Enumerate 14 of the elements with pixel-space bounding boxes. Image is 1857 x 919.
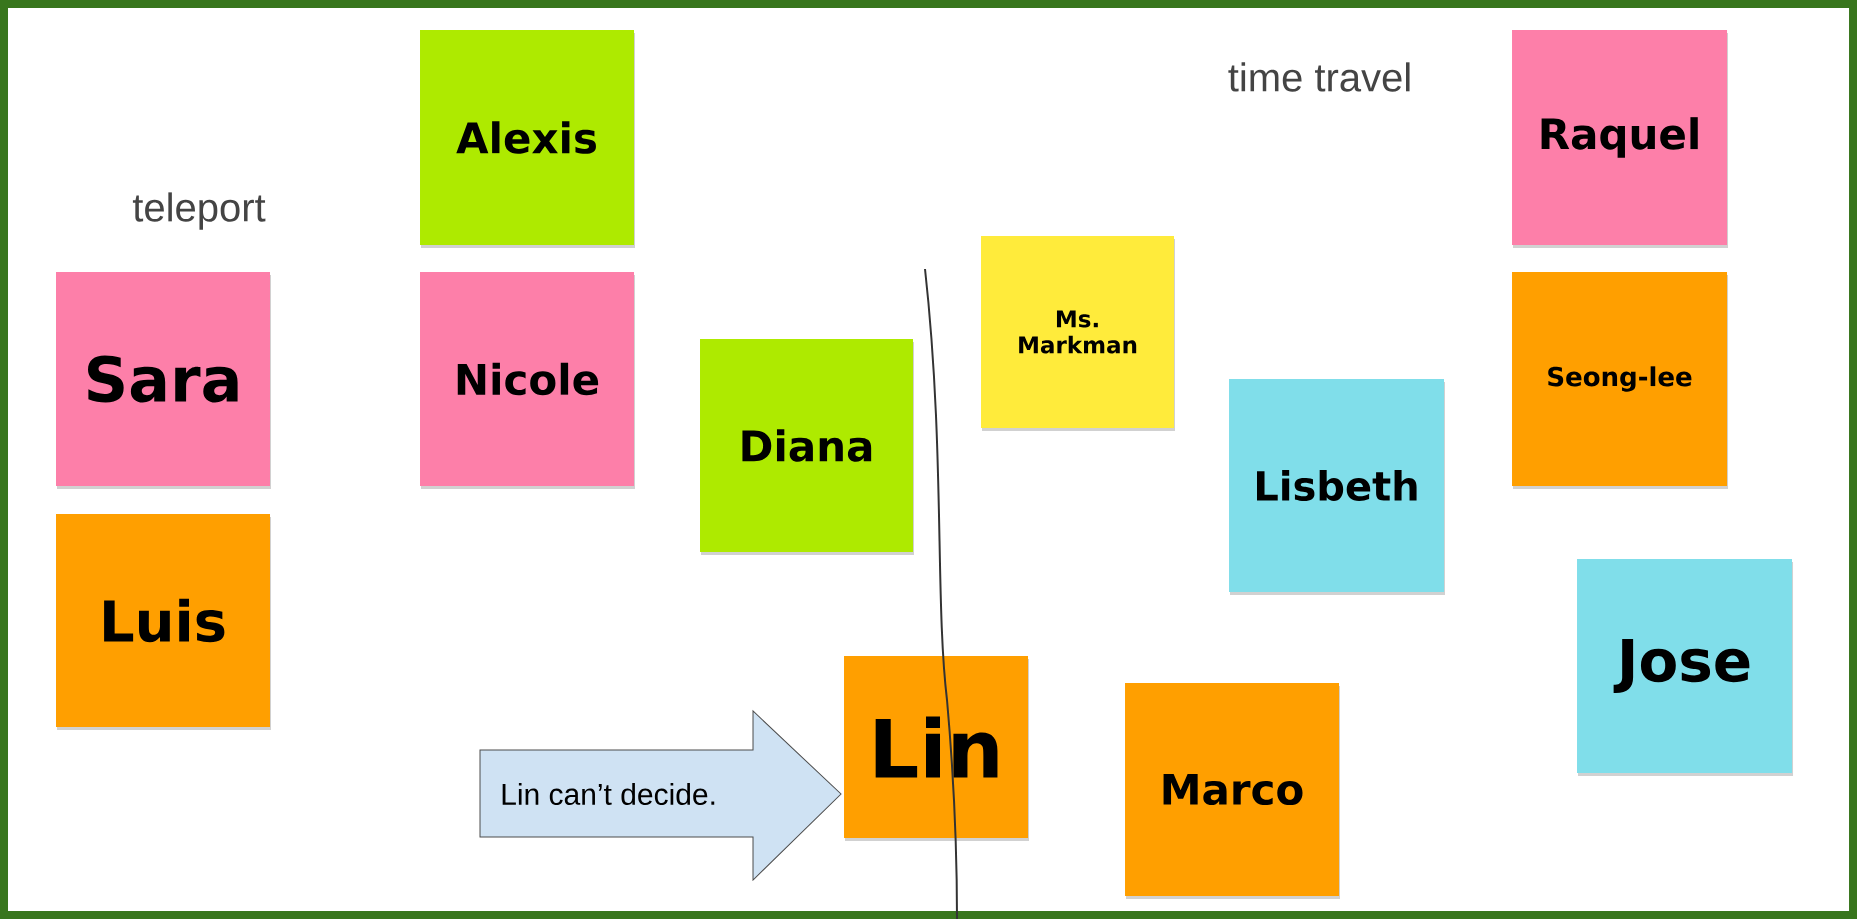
- sticky-note: Jose: [1577, 559, 1793, 776]
- sticky-note: Ms. Markman: [981, 236, 1175, 431]
- group-heading: teleport: [132, 192, 266, 230]
- group-heading: time travel: [1228, 62, 1410, 92]
- arrow-callout: Lin can’t decide.: [479, 710, 842, 881]
- sticky-note: Lisbeth: [1229, 379, 1445, 595]
- sticky-note: Alexis: [420, 30, 635, 248]
- sticky-note: Nicole: [420, 272, 635, 489]
- sticky-note: Raquel: [1512, 30, 1728, 248]
- sticky-note: Sara: [56, 272, 271, 489]
- sticky-note: Marco: [1125, 683, 1340, 899]
- sticky-note: Luis: [56, 514, 271, 730]
- sticky-note: Seong-lee: [1512, 272, 1728, 489]
- sticky-note: Diana: [700, 339, 914, 555]
